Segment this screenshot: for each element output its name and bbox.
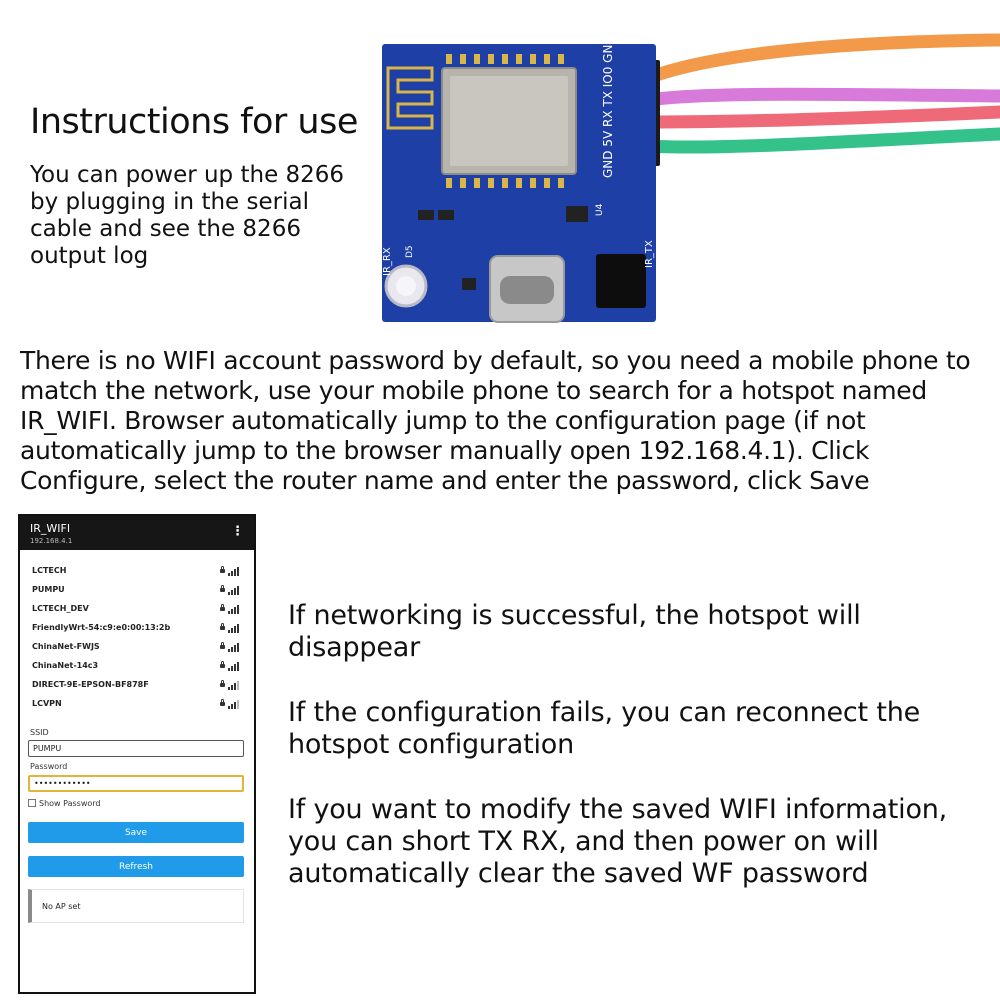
note-fail: If the configuration fails, you can reco… xyxy=(288,697,921,760)
network-status-icons xyxy=(220,603,242,615)
signal-icon xyxy=(228,699,242,709)
svg-text:IR_TX: IR_TX xyxy=(644,240,655,268)
network-item[interactable]: ChinaNet-FWJS xyxy=(30,640,242,656)
phone-app-bar: IR_WIFI 192.168.4.1 ⋮ xyxy=(20,516,254,550)
pcb-antenna xyxy=(386,66,434,130)
network-item[interactable]: LCTECH xyxy=(30,564,242,580)
signal-icon xyxy=(228,661,242,671)
network-item[interactable]: ChinaNet-14c3 xyxy=(30,659,242,675)
ir-receiver xyxy=(596,254,646,308)
lock-icon xyxy=(220,604,225,611)
network-item[interactable]: DIRECT-9E-EPSON-BF878F xyxy=(30,678,242,694)
lock-icon xyxy=(220,585,225,592)
network-name: LCVPN xyxy=(32,699,62,708)
note-success: If networking is successful, the hotspot… xyxy=(288,600,861,663)
network-status-icons xyxy=(220,660,242,672)
u4-chip xyxy=(566,206,588,222)
signal-icon xyxy=(228,566,242,576)
status-text: No AP set xyxy=(42,902,81,911)
lock-icon xyxy=(220,623,225,630)
lock-icon xyxy=(220,661,225,668)
network-name: FriendlyWrt-54:c9:e0:00:13:2b xyxy=(32,623,171,632)
more-vertical-icon[interactable]: ⋮ xyxy=(231,524,244,539)
network-status-icons xyxy=(220,622,242,634)
svg-text:D5: D5 xyxy=(405,245,415,258)
network-item[interactable]: FriendlyWrt-54:c9:e0:00:13:2b xyxy=(30,621,242,637)
network-name: LCTECH_DEV xyxy=(32,604,89,613)
lock-icon xyxy=(220,699,225,706)
phone-ip: 192.168.4.1 xyxy=(30,537,73,545)
instructions-title: Instructions for use xyxy=(30,102,358,142)
network-status-icons xyxy=(220,641,242,653)
signal-icon xyxy=(228,604,242,614)
refresh-button[interactable]: Refresh xyxy=(28,856,244,877)
signal-icon xyxy=(228,680,242,690)
network-name: ChinaNet-FWJS xyxy=(32,642,100,651)
network-name: DIRECT-9E-EPSON-BF878F xyxy=(32,680,149,689)
lock-icon xyxy=(220,642,225,649)
ssid-input[interactable] xyxy=(28,740,244,757)
svg-text:IR_RX: IR_RX xyxy=(382,247,393,276)
password-input[interactable] xyxy=(28,775,244,792)
signal-icon xyxy=(228,642,242,652)
svg-text:U4: U4 xyxy=(595,203,605,216)
password-label: Password xyxy=(30,762,68,771)
signal-icon xyxy=(228,623,242,633)
network-item[interactable]: LCTECH_DEV xyxy=(30,602,242,618)
phone-title: IR_WIFI xyxy=(30,522,71,535)
note-modify: If you want to modify the saved WIFI inf… xyxy=(288,794,948,889)
pin-label: GND 5V RX TX IO0 GND xyxy=(601,35,615,178)
status-message: No AP set xyxy=(28,889,244,923)
serial-cable-wires xyxy=(641,33,1000,154)
save-button[interactable]: Save xyxy=(28,822,244,843)
show-password-label: Show Password xyxy=(39,799,101,808)
network-item[interactable]: LCVPN xyxy=(30,697,242,713)
network-status-icons xyxy=(220,565,242,577)
network-status-icons xyxy=(220,584,242,596)
ssid-label: SSID xyxy=(30,728,49,737)
network-name: LCTECH xyxy=(32,566,67,575)
lock-icon xyxy=(220,566,225,573)
network-status-icons xyxy=(220,679,242,691)
show-password-checkbox[interactable] xyxy=(28,799,36,807)
network-name: PUMPU xyxy=(32,585,65,594)
signal-icon xyxy=(228,585,242,595)
instructions-body: You can power up the 8266 by plugging in… xyxy=(30,162,345,269)
phone-screenshot: IR_WIFI 192.168.4.1 ⋮ LCTECH PUMPU LCTECH_… xyxy=(18,514,256,994)
network-status-icons xyxy=(220,698,242,710)
ir-wifi-module-photo: GND 5V RX TX IO0 GND U4 IR_RX D5 IR_TX xyxy=(382,33,1000,323)
lock-icon xyxy=(220,680,225,687)
configuration-instructions: There is no WIFI account password by def… xyxy=(20,346,971,495)
network-name: ChinaNet-14c3 xyxy=(32,661,99,670)
network-item[interactable]: PUMPU xyxy=(30,583,242,599)
